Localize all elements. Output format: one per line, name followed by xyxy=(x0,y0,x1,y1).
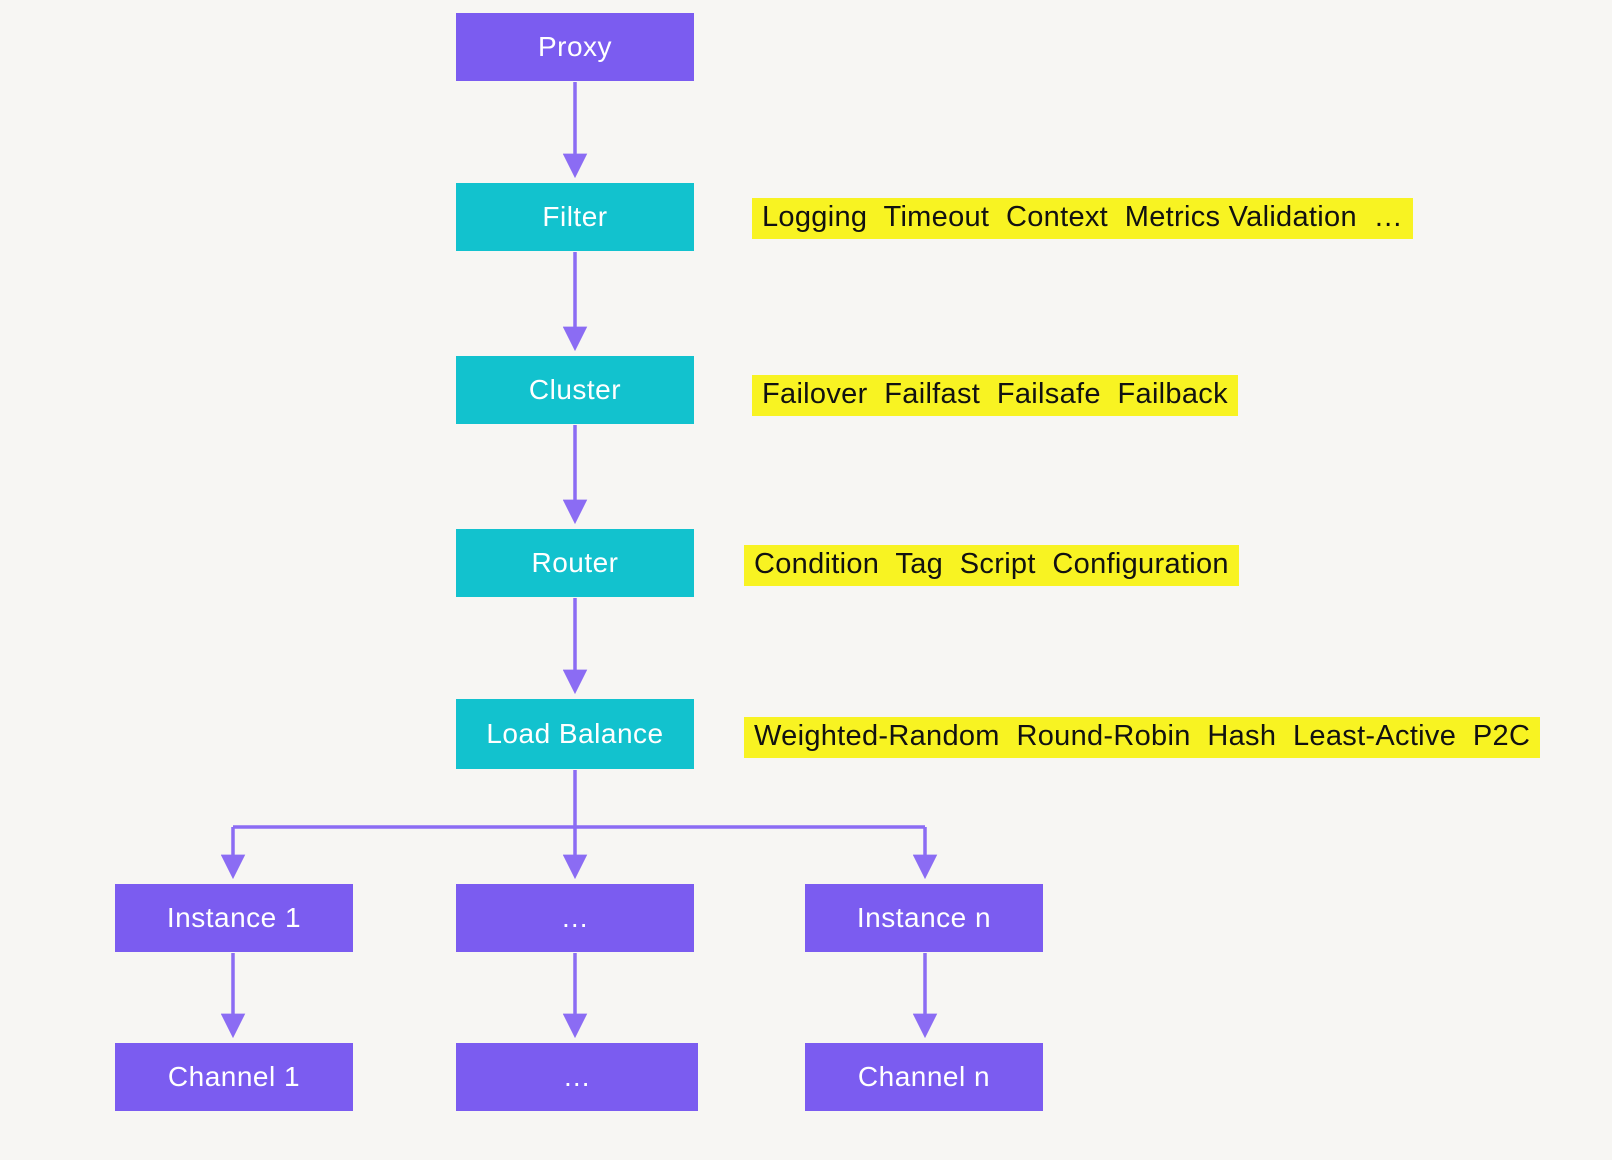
router-node: Router xyxy=(456,529,694,597)
filter-annotation: Logging Timeout Context Metrics Validati… xyxy=(752,198,1413,239)
cluster-node: Cluster xyxy=(456,356,694,424)
instance-n-node: Instance n xyxy=(805,884,1043,952)
instance-ellipsis-node: … xyxy=(456,884,694,952)
channel-n-node: Channel n xyxy=(805,1043,1043,1111)
channel-ellipsis-node: … xyxy=(456,1043,698,1111)
load-balance-annotation: Weighted-Random Round-Robin Hash Least-A… xyxy=(744,717,1541,758)
filter-node: Filter xyxy=(456,183,694,251)
instance-1-node: Instance 1 xyxy=(115,884,353,952)
proxy-node: Proxy xyxy=(456,13,694,81)
load-balance-node: Load Balance xyxy=(456,699,694,769)
router-annotation: Condition Tag Script Configuration xyxy=(744,545,1239,586)
cluster-annotation: Failover Failfast Failsafe Failback xyxy=(752,375,1238,416)
channel-1-node: Channel 1 xyxy=(115,1043,353,1111)
